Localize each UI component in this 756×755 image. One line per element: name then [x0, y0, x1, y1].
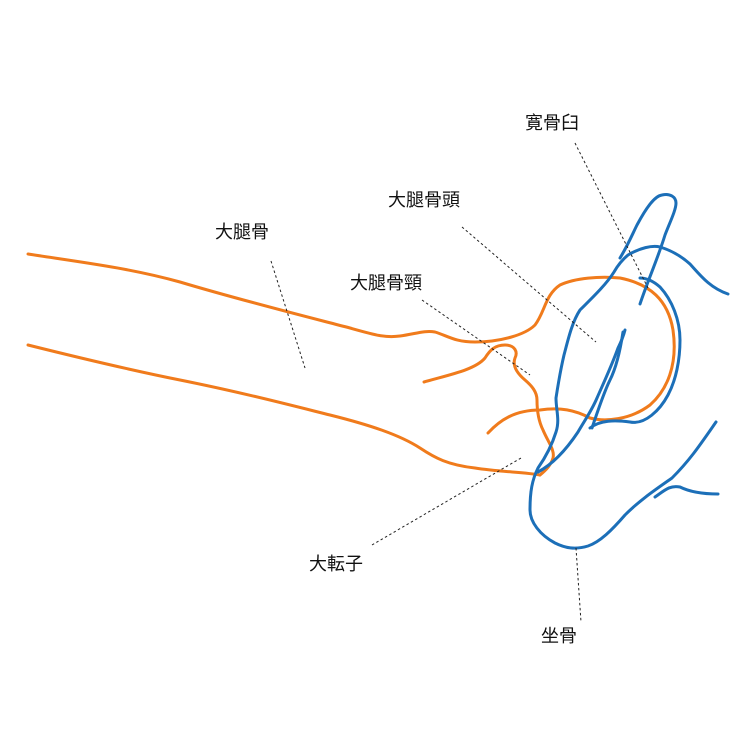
label-ischium: 坐骨	[541, 626, 577, 647]
label-femoral-neck: 大腿骨頸	[350, 273, 422, 294]
leader-acetabulum	[574, 142, 649, 289]
femur-neck-contour	[422, 343, 555, 477]
leader-greater-trochanter	[371, 457, 522, 546]
label-femoral-head: 大腿骨頭	[388, 190, 460, 211]
leader-femur	[270, 260, 306, 369]
acetabulum-inner-edge	[590, 330, 625, 430]
leader-femoral-neck	[421, 299, 531, 376]
leader-ischium	[575, 547, 582, 623]
label-acetabulum: 寛骨臼	[525, 113, 579, 134]
acetabulum-rim	[536, 328, 627, 474]
femur-lower-contour	[26, 343, 542, 477]
label-greater-trochanter: 大転子	[309, 554, 363, 575]
femur-upper-contour	[26, 252, 676, 435]
pelvis-outline	[528, 193, 730, 550]
femur-outline	[26, 252, 676, 477]
leader-lines	[270, 142, 649, 623]
pelvis-main-contour	[528, 244, 730, 550]
leader-femoral-head	[461, 226, 597, 343]
acetabulum-roof	[618, 193, 678, 306]
acetabulum-floor	[588, 276, 682, 430]
label-femur: 大腿骨	[215, 222, 269, 243]
ischium-ramus	[653, 485, 720, 499]
